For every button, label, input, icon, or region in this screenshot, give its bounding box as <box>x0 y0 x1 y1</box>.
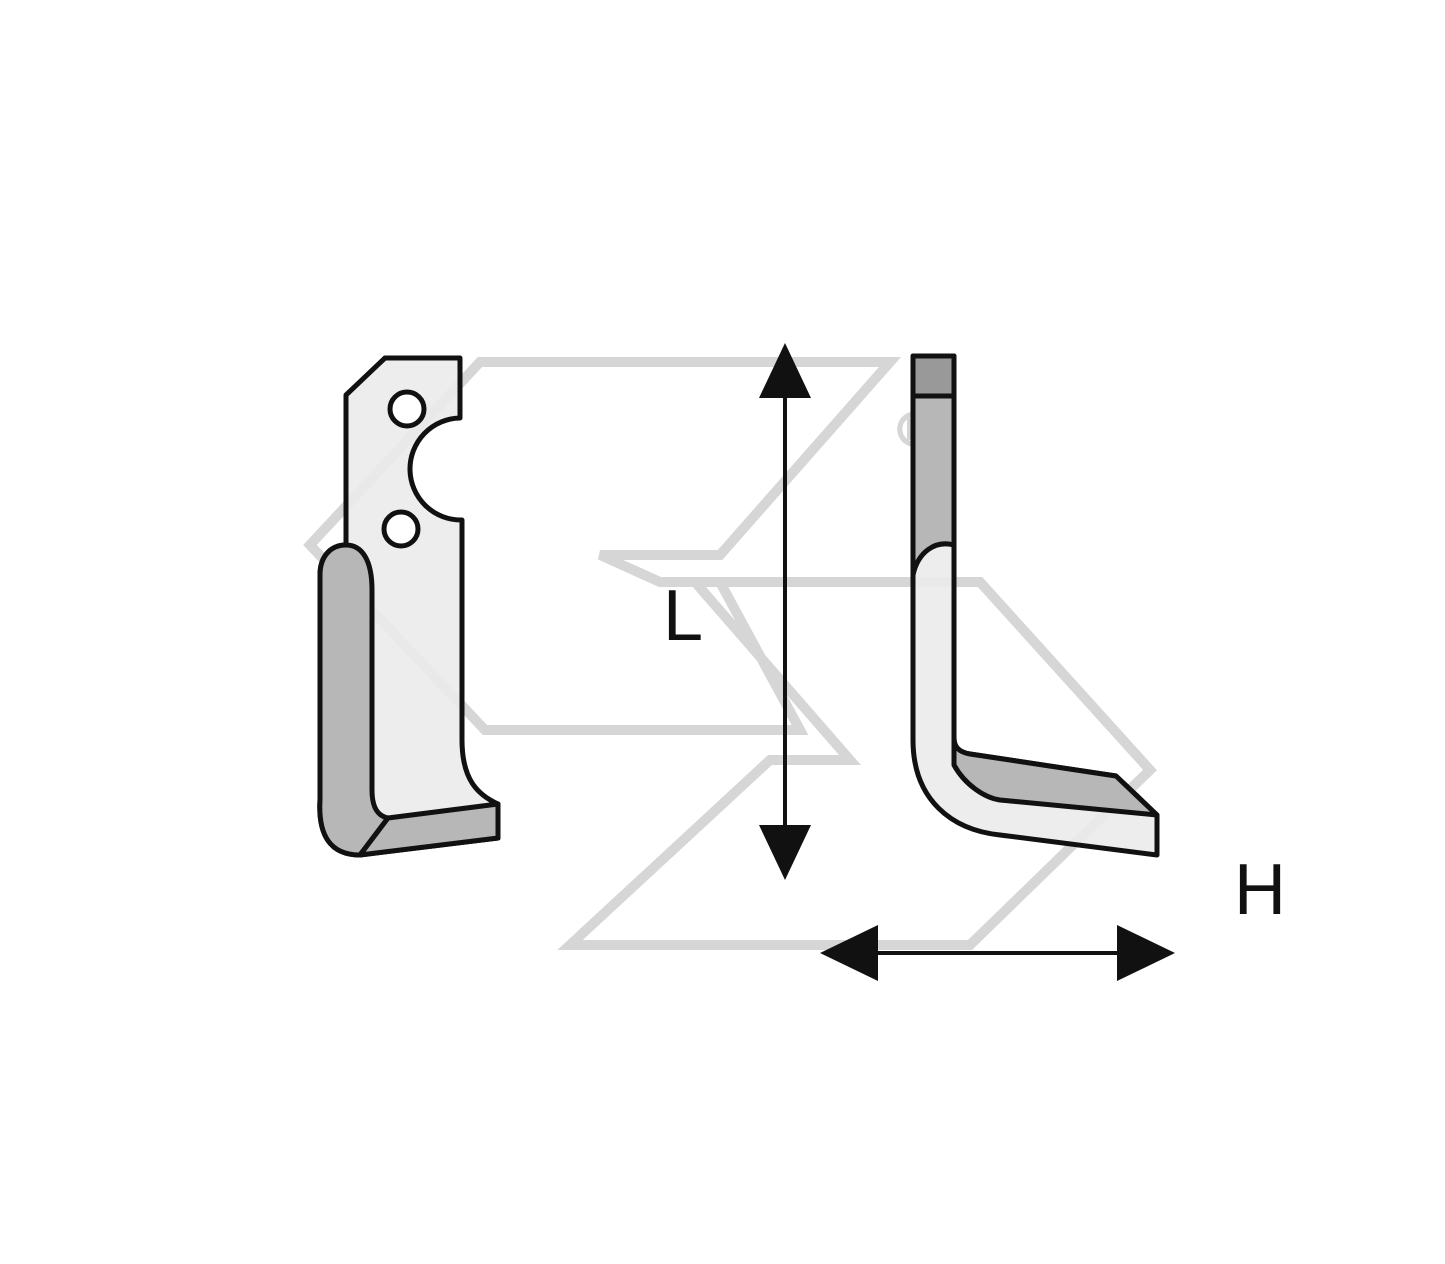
length-label: L <box>663 576 703 656</box>
dimension-length: L <box>663 343 811 880</box>
mounting-hole-upper <box>387 389 427 429</box>
watermark-chevron-bottom <box>557 577 1157 950</box>
blade-side-top-cap <box>910 353 957 399</box>
mounting-hole-lower <box>381 509 421 549</box>
length-arrowhead-top <box>759 343 811 398</box>
blade-side-shank-shade <box>910 393 957 578</box>
blade-front-tip-bevel <box>357 801 501 858</box>
height-arrowhead-right <box>1117 925 1175 981</box>
height-arrowhead-left <box>820 925 878 981</box>
dimension-height: H <box>820 850 1286 981</box>
blade-front-view <box>317 355 501 858</box>
blade-front-cutting-edge <box>317 542 391 858</box>
length-arrowhead-bottom <box>759 825 811 880</box>
blade-side-cutting-edge <box>951 735 1160 818</box>
height-label: H <box>1234 850 1286 930</box>
blade-side-view <box>910 353 1160 858</box>
